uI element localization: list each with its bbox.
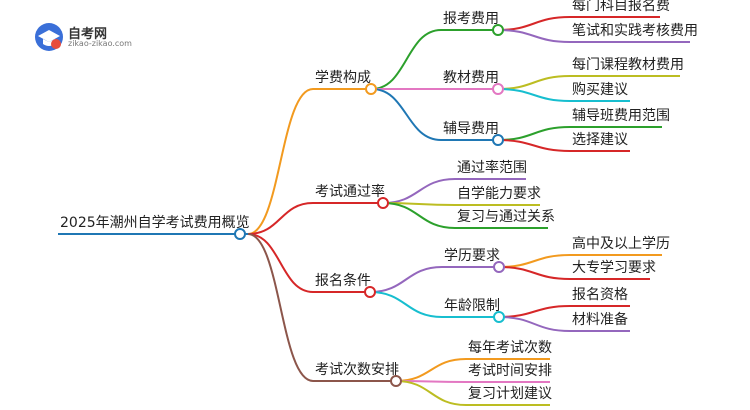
child-connector xyxy=(371,88,442,141)
branch-label[interactable]: 报名条件 xyxy=(315,273,371,289)
child-connector xyxy=(371,29,442,90)
root-node[interactable] xyxy=(234,228,246,240)
child-connector xyxy=(382,202,456,229)
leaf-label[interactable]: 大专学习要求 xyxy=(572,260,656,276)
child-label[interactable]: 辅导费用 xyxy=(443,121,499,137)
leaf-connector xyxy=(498,316,571,332)
leaf-connector xyxy=(498,305,571,318)
leaf-connector xyxy=(497,16,571,31)
child-label[interactable]: 复习与通过关系 xyxy=(457,209,555,225)
child-label[interactable]: 每年考试次数 xyxy=(468,340,552,356)
child-label[interactable]: 复习计划建议 xyxy=(468,386,552,402)
leaf-label[interactable]: 笔试和实践考核费用 xyxy=(572,23,698,39)
branch-connector xyxy=(247,88,314,235)
child-label[interactable]: 学历要求 xyxy=(444,248,500,264)
child-node[interactable] xyxy=(493,261,505,273)
child-connector xyxy=(395,380,467,406)
leaf-connector xyxy=(497,126,571,141)
leaf-connector xyxy=(497,29,571,43)
leaf-label[interactable]: 报名资格 xyxy=(572,287,628,303)
child-label[interactable]: 自学能力要求 xyxy=(457,186,541,202)
branch-label[interactable]: 考试通过率 xyxy=(315,184,385,200)
leaf-connector xyxy=(498,266,571,280)
branch-node[interactable] xyxy=(377,197,389,209)
logo-name: 自考网 xyxy=(68,27,108,42)
child-node[interactable] xyxy=(492,134,504,146)
branch-node[interactable] xyxy=(365,83,377,95)
site-logo[interactable]: 自考网 zikao-zikao.com xyxy=(34,22,144,52)
child-connector xyxy=(369,266,443,293)
branch-node[interactable] xyxy=(390,375,402,387)
child-label[interactable]: 年龄限制 xyxy=(444,298,500,314)
child-connector xyxy=(395,358,467,382)
root-label[interactable]: 2025年潮州自学考试费用概览 xyxy=(60,215,250,231)
leaf-label[interactable]: 高中及以上学历 xyxy=(572,236,670,252)
branch-label[interactable]: 学费构成 xyxy=(315,70,371,86)
child-node[interactable] xyxy=(492,24,504,36)
child-label[interactable]: 报考费用 xyxy=(443,11,499,27)
child-node[interactable] xyxy=(493,311,505,323)
branch-label[interactable]: 考试次数安排 xyxy=(315,362,399,378)
leaf-label[interactable]: 每门科目报名费 xyxy=(572,0,670,14)
leaf-label[interactable]: 购买建议 xyxy=(572,82,628,98)
branch-connector xyxy=(247,202,314,235)
branch-connector xyxy=(247,233,314,382)
leaf-label[interactable]: 选择建议 xyxy=(572,132,628,148)
child-node[interactable] xyxy=(492,83,504,95)
leaf-connector xyxy=(497,139,571,152)
graduation-cap-icon xyxy=(35,23,63,51)
child-connector xyxy=(369,291,443,318)
leaf-label[interactable]: 辅导班费用范围 xyxy=(572,108,670,124)
leaf-label[interactable]: 材料准备 xyxy=(572,312,628,328)
branch-node[interactable] xyxy=(364,286,376,298)
child-label[interactable]: 教材费用 xyxy=(443,70,499,86)
child-label[interactable]: 考试时间安排 xyxy=(468,363,552,379)
leaf-connector xyxy=(497,75,571,90)
child-connector xyxy=(382,178,456,204)
leaf-connector xyxy=(497,88,571,102)
leaf-connector xyxy=(498,254,571,268)
branch-connector xyxy=(247,233,314,293)
child-label[interactable]: 通过率范围 xyxy=(457,160,527,176)
leaf-label[interactable]: 每门课程教材费用 xyxy=(572,57,684,73)
logo-url: zikao-zikao.com xyxy=(68,39,132,48)
